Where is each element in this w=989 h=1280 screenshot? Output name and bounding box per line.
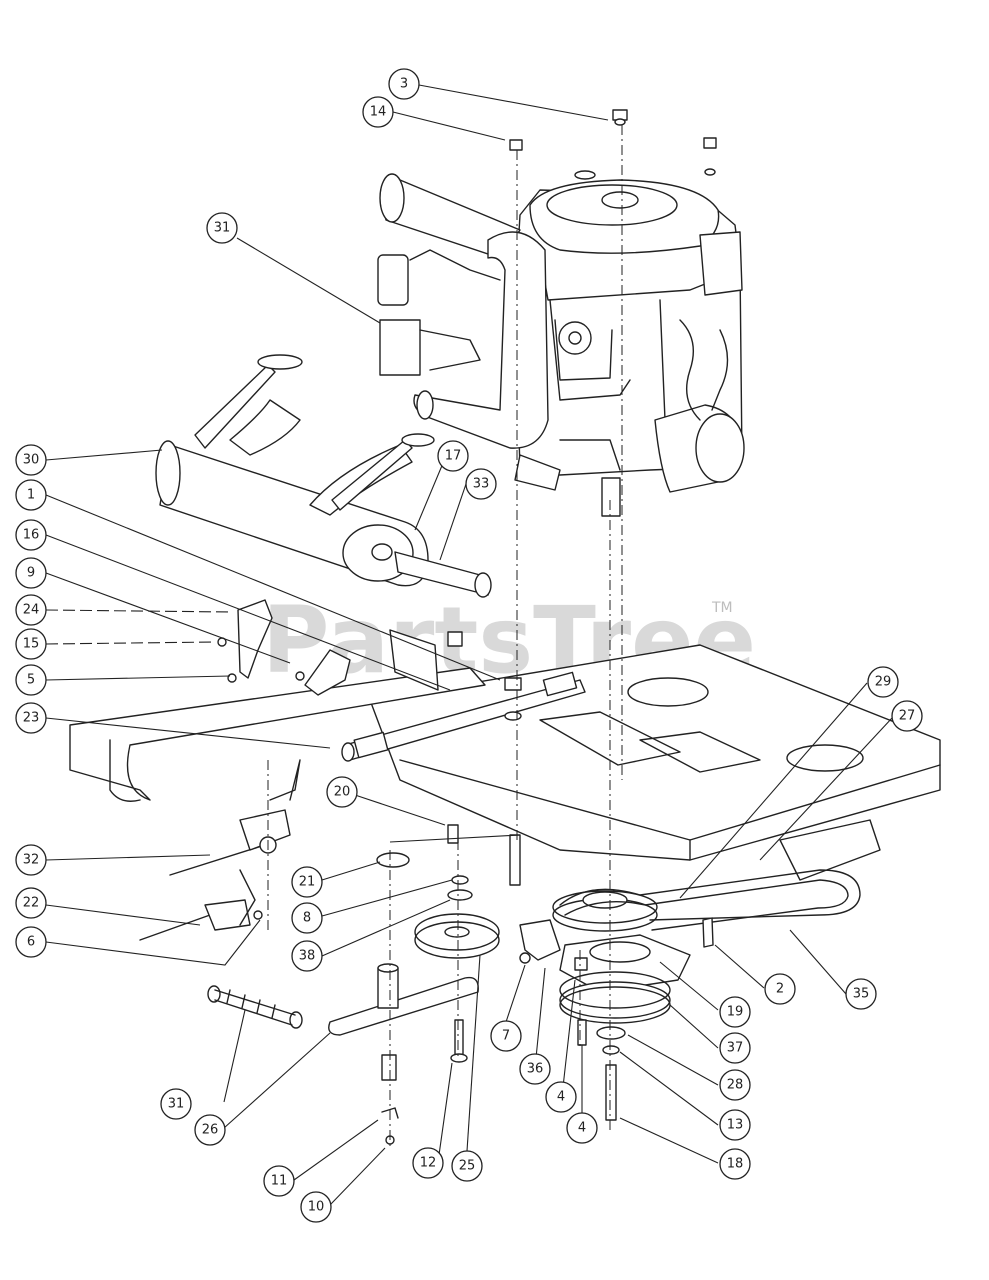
callout-33: 33: [465, 468, 497, 500]
callout-label: 9: [27, 566, 35, 581]
callout-label: 4: [578, 1121, 586, 1136]
callout-6-left: 6: [15, 926, 47, 958]
muffler-assembly: [155, 354, 492, 598]
callout-label: 8: [303, 911, 311, 926]
callout-30: 30: [15, 444, 47, 476]
callout-label: 17: [445, 449, 462, 464]
callout-label: 18: [727, 1157, 744, 1172]
callout-label: 24: [23, 603, 40, 618]
callout-10: 10: [300, 1191, 332, 1223]
callout-11: 11: [263, 1165, 295, 1197]
callout-24: 24: [15, 594, 47, 626]
callout-1: 1: [15, 479, 47, 511]
callout-label: 6: [27, 935, 35, 950]
callout-label: 37: [727, 1041, 744, 1056]
callout-label: 3: [400, 77, 408, 92]
callout-28: 28: [719, 1069, 751, 1101]
leader-lines: [45, 84, 893, 1206]
callout-5: 5: [15, 664, 47, 696]
callout-8: 8: [291, 902, 323, 934]
callout-label: 2: [776, 982, 784, 997]
callout-18: 18: [719, 1148, 751, 1180]
callout-label: 29: [875, 675, 892, 690]
callout-9: 9: [15, 557, 47, 589]
callout-36: 36: [519, 1053, 551, 1085]
callout-label: 26: [202, 1123, 219, 1138]
callout-label: 30: [23, 453, 40, 468]
callout-label: 20: [334, 785, 351, 800]
callout-3: 3: [388, 68, 420, 100]
watermark-trademark: TM: [711, 600, 733, 616]
callout-label: 10: [308, 1200, 325, 1215]
callout-12: 12: [412, 1147, 444, 1179]
callout-label: 38: [299, 949, 316, 964]
callout-2: 2: [764, 973, 796, 1005]
callout-label: 1: [27, 488, 35, 503]
callout-label: 21: [299, 875, 316, 890]
callout-20: 20: [326, 776, 358, 808]
callout-label: 27: [899, 709, 916, 724]
callout-label: 31: [214, 221, 231, 236]
callout-25: 25: [451, 1150, 483, 1182]
callout-label: 32: [23, 853, 40, 868]
callout-7: 7: [490, 1020, 522, 1052]
callout-27: 27: [891, 700, 923, 732]
callout-15: 15: [15, 628, 47, 660]
callout-label: 7: [502, 1029, 510, 1044]
callout-4-upper: 4: [545, 1081, 577, 1113]
callout-label: 25: [459, 1159, 476, 1174]
callout-label: 33: [473, 477, 490, 492]
callout-label: 19: [727, 1005, 744, 1020]
callout-label: 28: [727, 1078, 744, 1093]
callout-32: 32: [15, 844, 47, 876]
callout-label: 16: [23, 528, 40, 543]
callout-16: 16: [15, 519, 47, 551]
callout-37: 37: [719, 1032, 751, 1064]
callout-label: 11: [271, 1174, 288, 1189]
callout-31-spring: 31: [160, 1088, 192, 1120]
frame-plate: [69, 629, 941, 881]
callout-label: 13: [727, 1118, 744, 1133]
callout-4-lower: 4: [566, 1112, 598, 1144]
callout-label: 31: [168, 1097, 185, 1112]
callouts: 3 14 31 30 1 16 9 24 15 5 23 32 22 6 20 …: [15, 68, 923, 1223]
callout-38: 38: [291, 940, 323, 972]
callout-35: 35: [845, 978, 877, 1010]
callout-label: 15: [23, 637, 40, 652]
callout-label: 35: [853, 987, 870, 1002]
callout-22: 22: [15, 887, 47, 919]
callout-17: 17: [437, 440, 469, 472]
callout-23: 23: [15, 702, 47, 734]
callout-13: 13: [719, 1109, 751, 1141]
callout-label: 4: [557, 1090, 565, 1105]
callout-label: 22: [23, 896, 40, 911]
callout-label: 12: [420, 1156, 437, 1171]
callout-label: 14: [370, 105, 387, 120]
callout-29: 29: [867, 666, 899, 698]
engine-assembly: [377, 173, 745, 517]
callout-21: 21: [291, 866, 323, 898]
callout-label: 36: [527, 1062, 544, 1077]
callout-26: 26: [194, 1114, 226, 1146]
callout-label: 5: [27, 673, 35, 688]
callout-19: 19: [719, 996, 751, 1028]
callout-31-engine: 31: [206, 212, 238, 244]
callout-14: 14: [362, 96, 394, 128]
callout-label: 23: [23, 711, 40, 726]
